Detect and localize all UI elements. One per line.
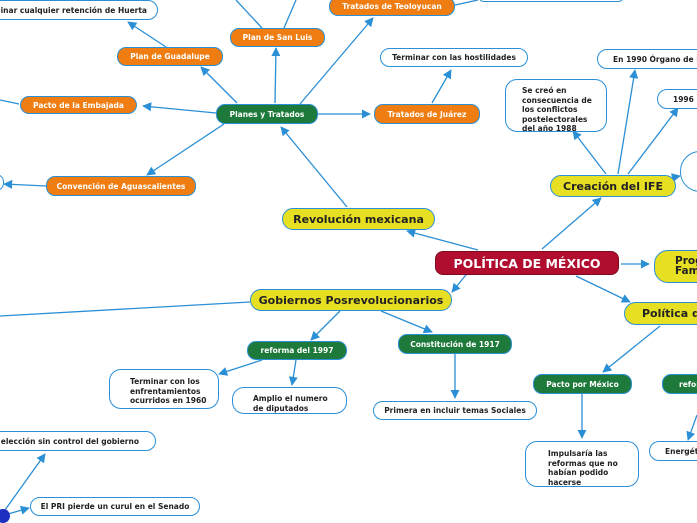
link-gobiernos-left: [0, 301, 251, 317]
link-sanluis-top2: [283, 0, 297, 29]
link-sanluis-top: [235, 0, 263, 29]
node-tratados-juarez[interactable]: Tratados de Juárez: [374, 104, 480, 124]
link-politica-pacto: [602, 325, 661, 373]
link-gobiernos-reforma: [310, 310, 341, 341]
link-ife-1996: [627, 107, 679, 175]
node-pri-curul[interactable]: El PRI pierde un curul en el Senado: [30, 497, 200, 516]
link-aguascalientes-left: [3, 179, 47, 189]
node-terminar-hostilidades[interactable]: Terminar con las hostilidades: [380, 48, 528, 67]
node-energetica[interactable]: Energéti: [649, 441, 697, 461]
branch-programa[interactable]: Prog Fam: [654, 250, 697, 283]
node-reforma-energetica[interactable]: refor: [662, 374, 697, 394]
node-ife-right-partial[interactable]: [680, 151, 697, 192]
link-revolucion-planes: [280, 126, 348, 208]
link-ife-conflictos: [572, 130, 607, 175]
node-ife-1996[interactable]: 1996 l: [657, 89, 697, 109]
node-amplio-diputados[interactable]: Amplio el numero de diputados: [232, 387, 347, 414]
link-reforma-energetica: [686, 414, 697, 441]
node-left-partial-1[interactable]: [0, 174, 4, 191]
link-planes-sanluis: [271, 47, 281, 104]
node-reforma-1997[interactable]: reforma del 1997: [247, 341, 347, 360]
link-gobiernos-constitucion: [380, 310, 433, 334]
branch-revolucion[interactable]: Revolución mexicana: [282, 208, 435, 230]
node-temas-sociales[interactable]: Primera en incluir temas Sociales: [373, 401, 537, 420]
link-reforma-enfrentamientos: [218, 359, 263, 376]
node-pacto-embajada[interactable]: Pacto de la Embajada: [20, 96, 137, 114]
bullet-dot: [0, 509, 10, 523]
branch-gobiernos[interactable]: Gobiernos Posrevolucionarios: [250, 289, 452, 311]
node-constitucion-1917[interactable]: Constitución de 1917: [398, 334, 512, 354]
central-node[interactable]: POLÍTICA DE MÉXICO: [435, 251, 619, 275]
link-ife-organo: [617, 69, 639, 175]
node-top-right-partial[interactable]: [478, 0, 624, 2]
node-convencion-aguascalientes[interactable]: Convención de Aguascalientes: [46, 176, 196, 196]
node-plan-guadalupe[interactable]: Plan de Guadalupe: [117, 47, 223, 66]
node-impulsaria-reformas[interactable]: Impulsaría las reformas que no habían po…: [525, 441, 639, 487]
link-central-revolucion: [406, 228, 479, 251]
link-embajada-left: [0, 99, 20, 105]
node-terminar-enfrentamientos[interactable]: Terminar con los enfrentamientos ocurrid…: [109, 369, 219, 409]
branch-politica[interactable]: Política de: [624, 302, 697, 325]
node-eleccion-sin-control[interactable]: era elección sin control del gobierno: [0, 431, 156, 451]
link-planes-guadalupe: [200, 66, 238, 104]
link-planes-aguascalientes: [146, 123, 225, 176]
link-central-ife: [541, 197, 602, 250]
branch-ife[interactable]: Creación del IFE: [550, 175, 676, 197]
link-guadalupe-huerta: [127, 21, 167, 48]
link-reforma-diputados: [288, 359, 298, 386]
link-teoloyucan-right: [454, 0, 479, 6]
link-dot-pri: [7, 505, 30, 515]
link-planes-embajada: [142, 102, 217, 114]
node-tratados-teoloyucan[interactable]: Tratados de Teoloyucan: [329, 0, 455, 16]
node-planes-tratados[interactable]: Planes y Tratados: [216, 104, 318, 124]
node-ife-conflictos[interactable]: Se creó en consecuencia de los conflicto…: [505, 79, 607, 133]
node-terminar-huerta[interactable]: rminar cualquier retención de Huerta: [0, 0, 158, 20]
link-juarez-hostilidades: [431, 69, 452, 104]
node-ife-organo-1990[interactable]: En 1990 Órgano de E: [597, 49, 697, 69]
node-pacto-por-mexico[interactable]: Pacto por México: [533, 374, 632, 394]
node-plan-san-luis[interactable]: Plan de San Luis: [230, 28, 325, 47]
link-central-politica: [575, 275, 631, 303]
